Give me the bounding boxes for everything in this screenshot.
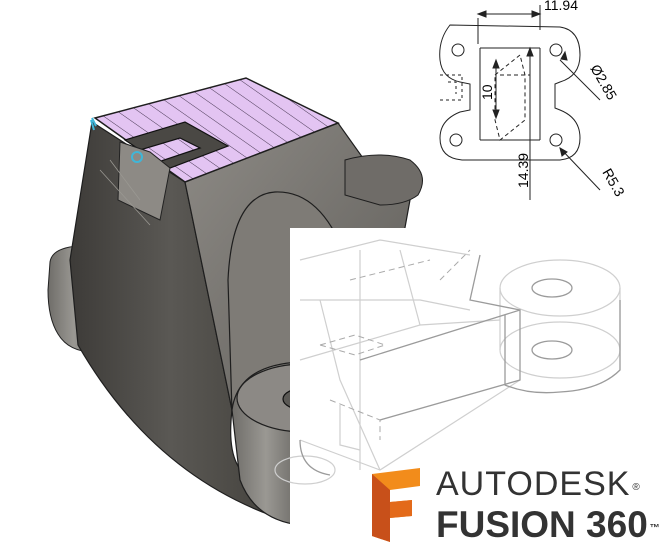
body-front-face	[69, 120, 272, 517]
dim-hole-diameter: Ø2.85	[587, 62, 620, 103]
solid-model[interactable]	[47, 77, 423, 526]
dim-radius: R5.3	[599, 166, 628, 200]
sketch-overlay	[99, 159, 151, 226]
dim-height-mid: 10	[479, 84, 495, 100]
selection-edge[interactable]	[90, 117, 97, 131]
rear-lug	[344, 154, 423, 206]
drawing-hole-tr	[549, 43, 563, 57]
autodesk-wordmark: AUTODESK®	[436, 465, 641, 503]
drawing-hole-tl	[451, 43, 465, 57]
drawing-hole-br	[549, 133, 563, 147]
dim-height-left: 14.39	[515, 153, 531, 188]
selection-marker[interactable]	[131, 151, 143, 163]
drawing-hole-bl	[449, 133, 463, 147]
fusion-f-logo-icon	[372, 468, 420, 542]
dim-width-top: 11.94	[544, 0, 578, 13]
technical-drawing	[439, 5, 601, 200]
wireframe-section	[274, 228, 669, 528]
